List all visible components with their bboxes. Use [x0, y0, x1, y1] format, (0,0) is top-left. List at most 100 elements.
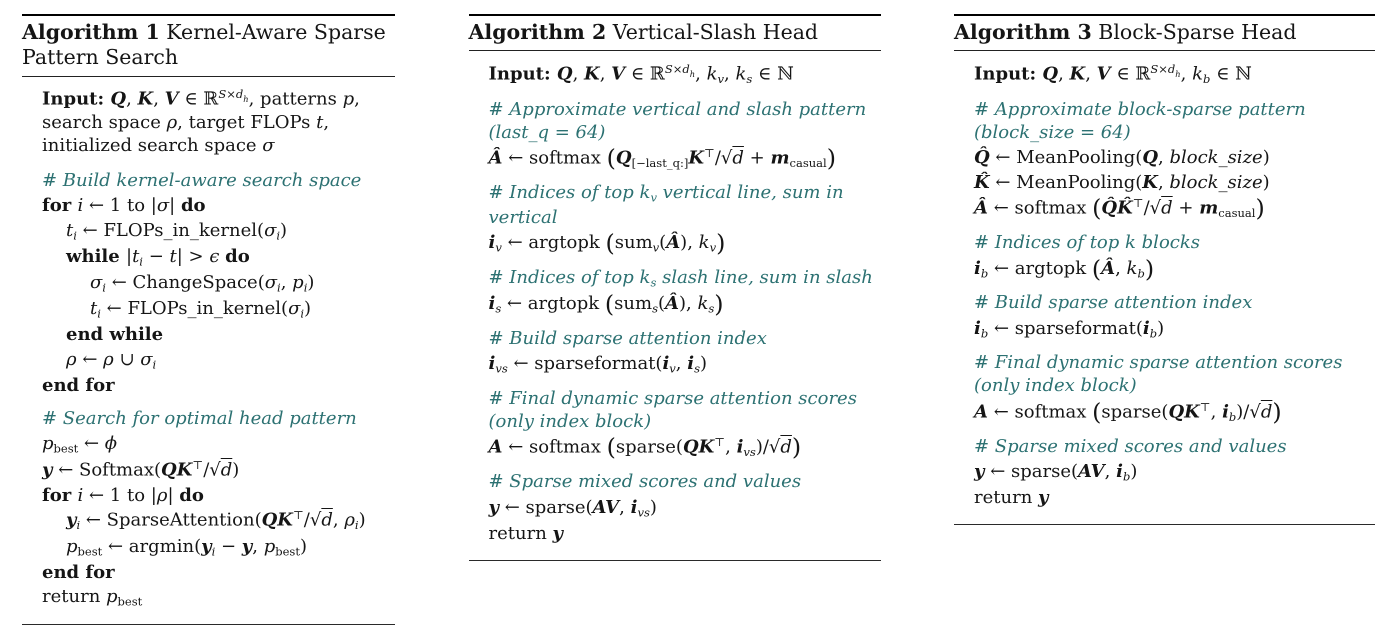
- math-segment: ← argtopk: [988, 257, 1092, 279]
- algorithm-3-title: Block-Sparse Head: [1098, 20, 1297, 44]
- math-segment: S×d: [218, 87, 244, 102]
- code-line: Â ← softmax (Q[−last_q:]K⊤/√d + mcasual…: [469, 146, 881, 171]
- math-segment: ← FLOPs_in_kernel(: [100, 297, 289, 319]
- math-segment: return: [42, 586, 107, 608]
- math-segment: Q: [110, 88, 127, 110]
- math-segment: b: [1137, 266, 1145, 280]
- math-segment: p: [66, 535, 78, 557]
- code-line: while |ti − t| > ϵ do: [22, 245, 395, 269]
- math-segment: end while: [66, 323, 164, 345]
- math-segment: v: [652, 240, 660, 255]
- math-segment: (: [604, 290, 615, 319]
- math-segment: Â: [665, 293, 679, 315]
- algorithm-1-label: Algorithm 1: [22, 20, 160, 44]
- math-segment: v: [495, 240, 502, 255]
- math-segment: d: [220, 459, 233, 481]
- math-segment: v: [709, 240, 717, 255]
- algorithms-figure: Algorithm 1 Kernel-Aware Sparse Pattern …: [22, 14, 1375, 625]
- comment-line: # Build kernel-aware search space: [22, 169, 395, 192]
- math-segment: (: [1092, 194, 1102, 223]
- math-segment: i: [488, 293, 496, 315]
- code-line: return y: [469, 522, 881, 545]
- code-line: ti ← FLOPs_in_kernel(σi): [22, 219, 395, 243]
- math-segment: i: [277, 280, 281, 295]
- math-segment: ,: [725, 436, 737, 458]
- math-segment: σ: [156, 195, 170, 217]
- math-segment: ): [714, 290, 724, 319]
- math-segment: ← sparseformat(: [988, 317, 1143, 339]
- math-segment: , patterns: [248, 88, 343, 110]
- math-segment: ): [1157, 317, 1165, 339]
- math-segment: Q: [1042, 63, 1059, 85]
- math-segment: d: [732, 147, 744, 169]
- math-segment: ←: [78, 433, 105, 455]
- math-segment: i: [630, 496, 638, 518]
- math-segment: )/√: [1236, 401, 1261, 423]
- math-segment: s: [650, 275, 657, 290]
- math-segment: σ: [288, 297, 301, 319]
- math-segment: V: [611, 63, 626, 85]
- math-segment: ),: [678, 293, 698, 315]
- math-segment: t: [132, 246, 140, 268]
- math-segment: i: [139, 254, 143, 269]
- math-segment: σ: [262, 135, 275, 157]
- math-segment: i: [1222, 401, 1229, 423]
- math-segment: Q: [556, 63, 573, 85]
- comment-line: # Build sparse attention index: [954, 291, 1375, 314]
- math-segment: −: [142, 246, 170, 268]
- math-segment: ρ: [103, 348, 114, 370]
- algorithm-1-body: Input: Q, K, V ∈ ℝS×dh, patterns p, sear…: [22, 77, 395, 625]
- math-segment: QK: [682, 436, 715, 458]
- math-segment: best: [77, 544, 103, 559]
- code-line: for i ← 1 to |σ| do: [22, 194, 395, 217]
- code-line: yi ← SparseAttention(QK⊤/√d, ρi): [22, 508, 395, 533]
- math-segment: ,: [1115, 257, 1127, 279]
- comment-line: # Build sparse attention index: [469, 327, 881, 350]
- math-segment: h: [1175, 68, 1181, 79]
- math-segment: ): [299, 535, 307, 557]
- math-segment: do: [180, 195, 206, 217]
- math-segment: b: [980, 266, 989, 280]
- math-segment: ): [307, 271, 315, 293]
- math-segment: | >: [176, 246, 210, 268]
- math-segment: Q: [1142, 147, 1159, 169]
- math-segment: Â: [666, 232, 681, 254]
- input-line: Input: Q, K, V ∈ ℝS×dh, kv, ks ∈ ℕ: [469, 62, 881, 87]
- code-line: ib ← sparseformat(ib): [954, 317, 1375, 341]
- math-segment: casual: [1218, 206, 1256, 220]
- math-segment: +: [1172, 197, 1200, 219]
- math-segment: S×d: [664, 61, 690, 76]
- math-segment: ← sparse(: [498, 496, 593, 518]
- math-segment: K̂: [974, 172, 990, 194]
- math-segment: ⊤: [714, 435, 726, 450]
- math-segment: K: [584, 63, 600, 85]
- math-segment: )/√: [755, 436, 781, 458]
- math-segment: y: [42, 459, 53, 481]
- math-segment: i: [488, 353, 496, 375]
- math-segment: σ: [264, 271, 278, 293]
- math-segment: s: [746, 71, 753, 86]
- code-line: σi ← ChangeSpace(σi, pi): [22, 271, 395, 295]
- math-segment: Â: [488, 147, 503, 169]
- math-segment: i: [1116, 461, 1123, 483]
- math-segment: ): [826, 144, 836, 173]
- math-segment: ): [280, 220, 288, 242]
- math-segment: end for: [42, 374, 115, 396]
- comment-line: # Approximate block-sparse pattern (bloc…: [954, 98, 1375, 145]
- math-segment: ← softmax: [502, 436, 607, 458]
- code-line: y ← Softmax(QK⊤/√d): [22, 458, 395, 482]
- math-segment: i: [73, 228, 77, 243]
- math-segment: i: [77, 484, 84, 506]
- code-line: A ← softmax (sparse(QK⊤, ivs)/√d): [469, 435, 881, 460]
- code-line: Â ← softmax (Q̂K̂⊤/√d + mcasual): [954, 196, 1375, 221]
- math-segment: y: [66, 509, 77, 531]
- comment-line: # Final dynamic sparse attention scores …: [469, 387, 881, 434]
- math-segment: t: [90, 297, 98, 319]
- math-segment: −: [215, 535, 242, 557]
- comment-line: # Final dynamic sparse attention scores …: [954, 351, 1375, 398]
- math-segment: i: [303, 280, 308, 295]
- math-segment: slash line, sum in slash: [656, 266, 873, 288]
- math-segment: ,: [619, 496, 631, 518]
- math-segment: return: [488, 522, 553, 544]
- math-segment: best: [117, 594, 143, 609]
